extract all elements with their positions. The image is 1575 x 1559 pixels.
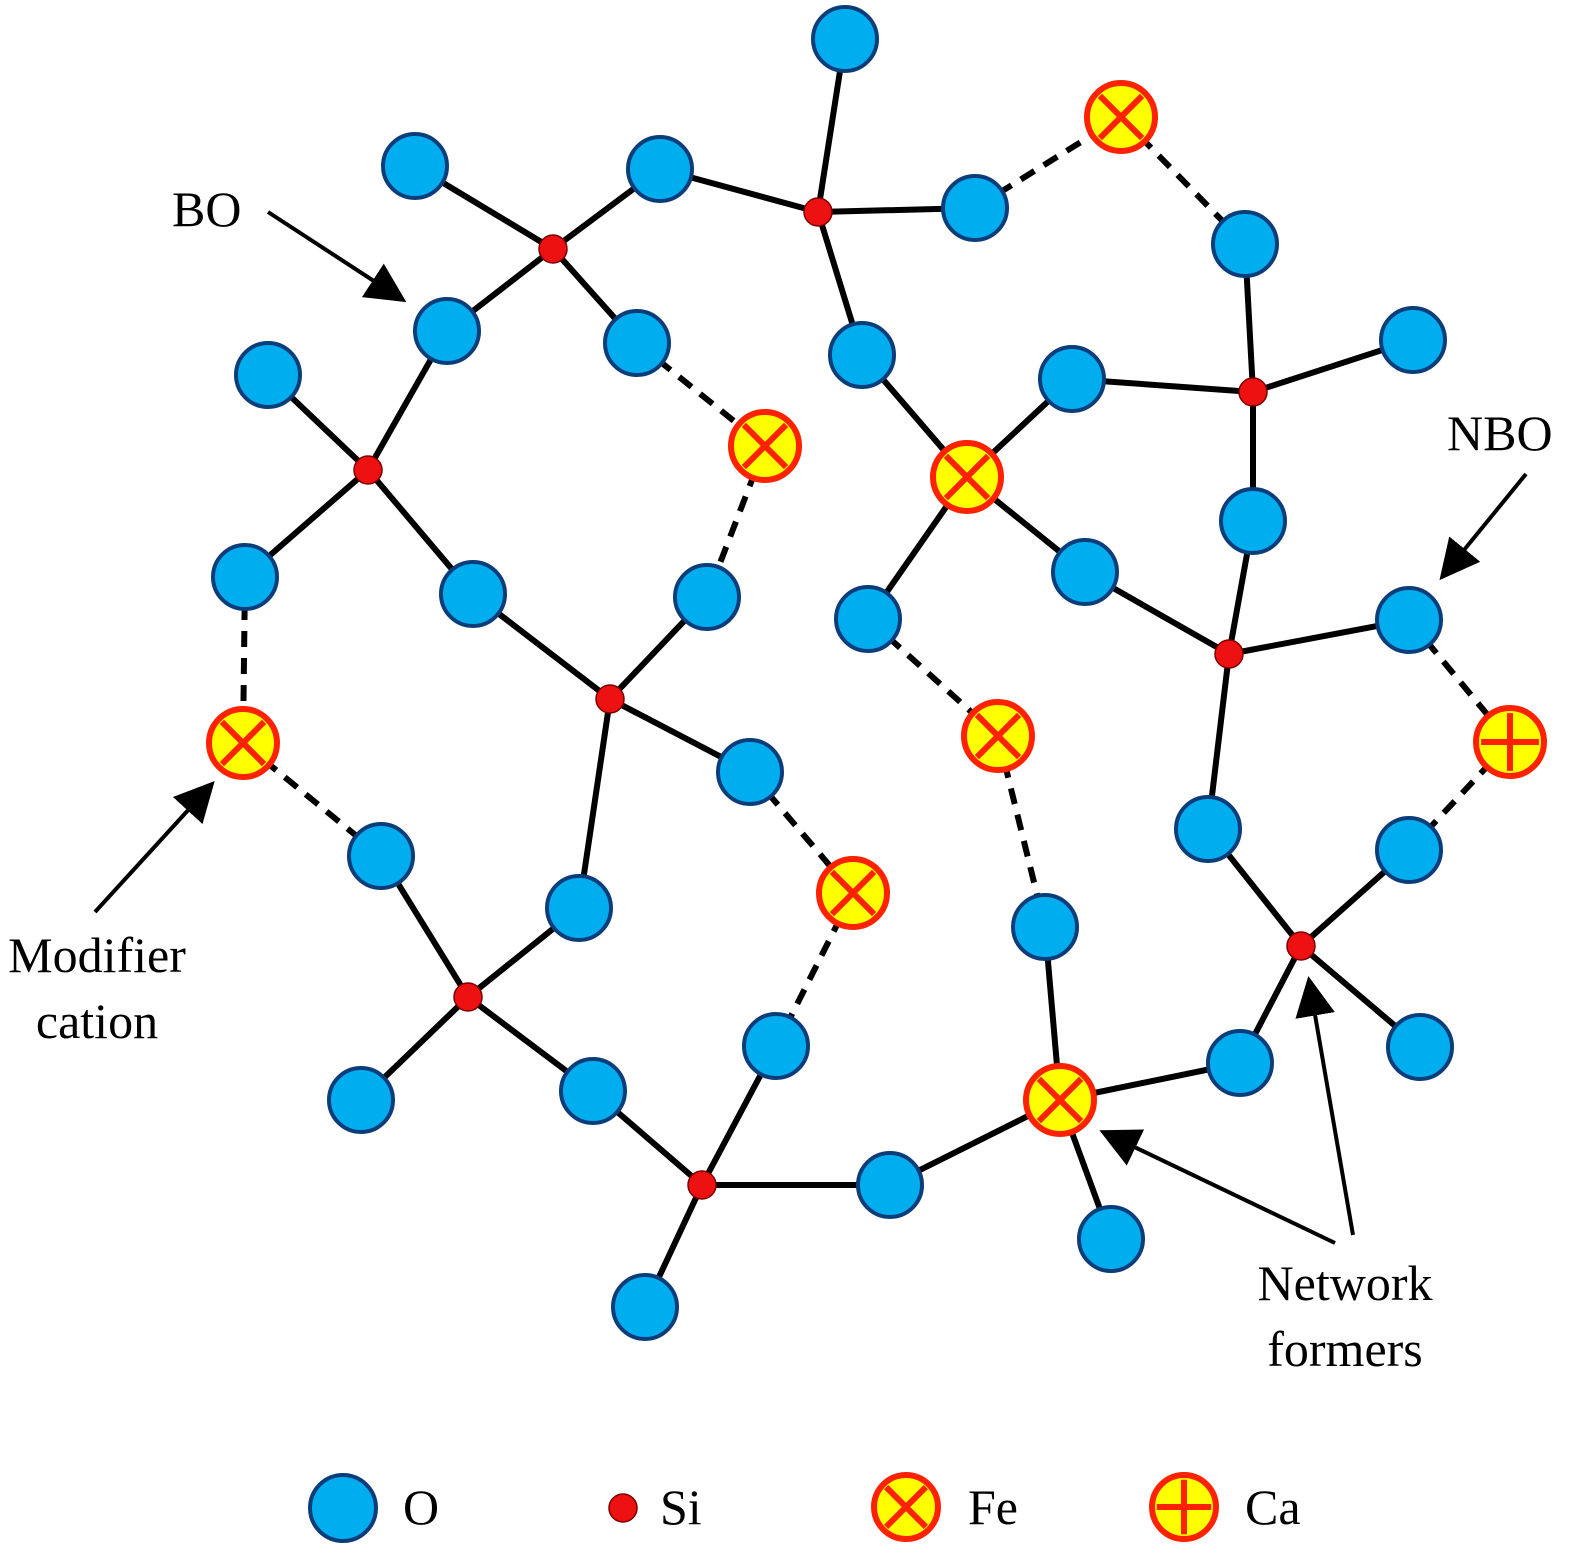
modifier-cation-arrow [93, 781, 215, 914]
silicon-atom [1214, 639, 1244, 669]
oxygen-atom [856, 1151, 924, 1219]
oxygen-atom [1174, 795, 1242, 863]
oxygen-atom [439, 560, 507, 628]
oxygen-atom [834, 585, 902, 653]
legend-iron-symbol [871, 1472, 941, 1542]
legend-silicon-symbol [608, 1493, 638, 1523]
atoms-layer [206, 5, 1547, 1341]
bo-arrow [266, 210, 407, 303]
legend-oxygen-icon [308, 1473, 378, 1543]
label-network-formers-line2: formers [1267, 1321, 1423, 1377]
oxygen-atom [1011, 893, 1079, 961]
silicon-atom [595, 684, 625, 714]
label-modifier-cation-line2: cation [36, 993, 158, 1049]
iron-cation [206, 706, 280, 780]
oxygen-atom [559, 1057, 627, 1125]
nbo-arrow [1439, 472, 1528, 581]
iron-cation [816, 856, 890, 930]
oxygen-atom [1206, 1029, 1274, 1097]
oxygen-atom [211, 543, 279, 611]
legend-iron-icon [871, 1472, 941, 1542]
silicon-atom [453, 982, 483, 1012]
label-nbo: NBO [1447, 405, 1553, 461]
oxygen-atom [1219, 487, 1287, 555]
bond-si6-o23 [576, 696, 613, 911]
oxygen-atom [716, 738, 784, 806]
legend-silicon-label: Si [660, 1479, 702, 1535]
oxygen-atom [1051, 538, 1119, 606]
network-former-arrow-si [1295, 976, 1355, 1236]
oxygen-atom [811, 5, 879, 73]
silicon-atom [803, 197, 833, 227]
legend-oxygen-symbol [308, 1473, 378, 1543]
oxygen-atom [545, 874, 613, 942]
oxygen-atom [1077, 1205, 1145, 1273]
legend-calcium-label: Ca [1245, 1479, 1301, 1535]
oxygen-atom [941, 174, 1009, 242]
oxygen-atom [603, 309, 671, 377]
oxygen-atom [327, 1066, 395, 1134]
silicon-atom [1286, 931, 1316, 961]
label-bo: BO [172, 181, 241, 237]
network-former-arrow-fe [1099, 1129, 1336, 1245]
silicon-atom [687, 1170, 717, 1200]
calcium-cation [1473, 705, 1547, 779]
label-modifier-cation-line1: Modifier [8, 927, 186, 983]
iron-cation [728, 409, 802, 483]
silicon-atom [353, 455, 383, 485]
arrows-layer [93, 210, 1528, 1245]
oxygen-atom [828, 321, 896, 389]
iron-cation [930, 440, 1004, 514]
oxygen-atom [673, 563, 741, 631]
iron-cation [1023, 1063, 1097, 1137]
oxygen-atom [626, 135, 694, 203]
oxygen-atom [1038, 345, 1106, 413]
oxygen-atom [1386, 1013, 1454, 1081]
legend-silicon-icon [608, 1493, 638, 1523]
silicon-atom [1238, 377, 1268, 407]
oxygen-atom [1211, 210, 1279, 278]
bonds-layer [240, 36, 1513, 1310]
oxygen-atom [234, 341, 302, 409]
silicon-atom [538, 234, 568, 264]
label-network-formers-line1: Network [1258, 1255, 1433, 1311]
legend-iron-label: Fe [968, 1479, 1018, 1535]
legend: O Si Fe Ca [308, 1472, 1301, 1543]
oxygen-atom [611, 1273, 679, 1341]
legend-oxygen-label: O [403, 1479, 439, 1535]
oxygen-atom [1375, 816, 1443, 884]
oxygen-atom [1379, 306, 1447, 374]
iron-cation [961, 699, 1035, 773]
oxygen-atom [742, 1012, 810, 1080]
oxygen-atom [413, 297, 481, 365]
iron-cation [1084, 80, 1158, 154]
legend-calcium-symbol [1149, 1472, 1219, 1542]
legend-calcium-icon [1149, 1472, 1219, 1542]
oxygen-atom [381, 132, 449, 200]
oxygen-atom [1375, 586, 1443, 654]
oxygen-atom [347, 822, 415, 890]
